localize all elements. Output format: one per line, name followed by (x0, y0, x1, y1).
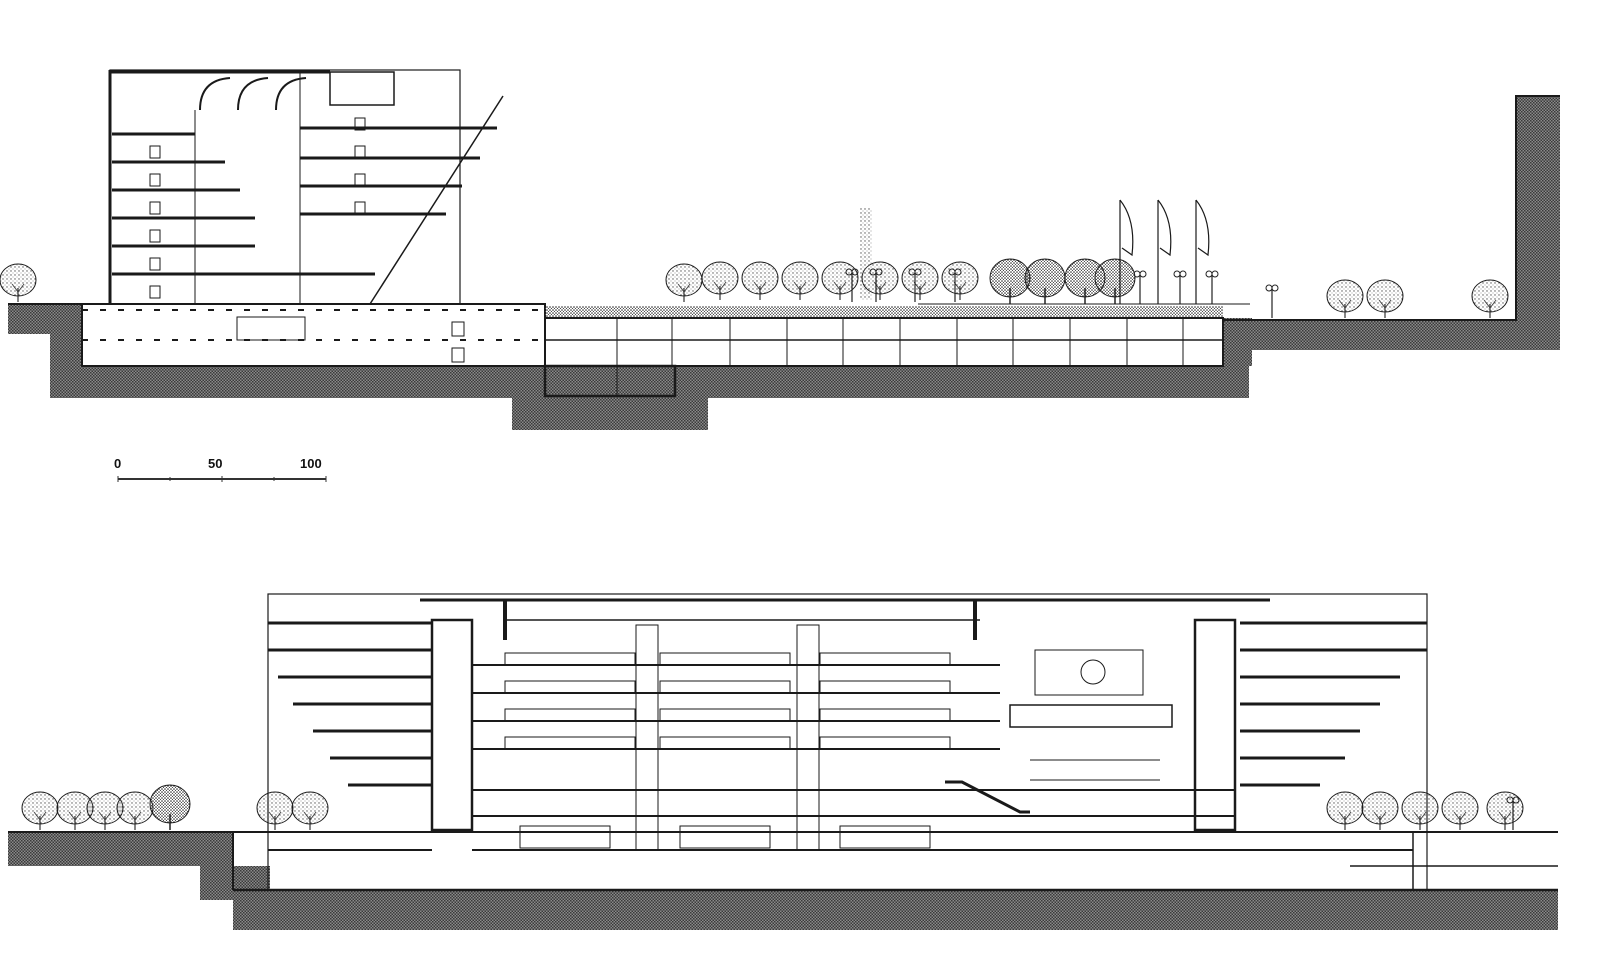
upper-section (0, 69, 1560, 430)
scale-label-0: 0 (114, 456, 122, 471)
right-core (1193, 618, 1237, 832)
scale-bar (117, 476, 327, 482)
lower-building-outline (267, 593, 1428, 891)
circular-emblem (1080, 659, 1106, 685)
office-block (108, 69, 504, 305)
lower-section (8, 593, 1558, 930)
right-atrium-feature (945, 649, 1173, 814)
lower-underground (268, 825, 1413, 851)
floor-slabs (112, 126, 497, 276)
scale-label-50: 50 (208, 456, 223, 471)
escalator (945, 780, 1030, 814)
atrium-columns (635, 624, 820, 851)
left-core (430, 618, 474, 832)
lower-ground-hatch (8, 832, 1558, 930)
office-windows (149, 117, 366, 299)
tower-in-background (860, 208, 872, 300)
flags (1119, 199, 1210, 304)
office-underground (81, 303, 546, 367)
scale-label-100: 100 (300, 456, 322, 471)
inclined-facade (369, 95, 504, 305)
left-stepped-floors (268, 621, 432, 787)
lower-trees (21, 784, 1524, 831)
right-stepped-floors (1240, 621, 1427, 787)
atrium-railings (504, 652, 951, 750)
upper-ground-hatch (8, 96, 1560, 430)
plaza-underground (543, 306, 1224, 398)
